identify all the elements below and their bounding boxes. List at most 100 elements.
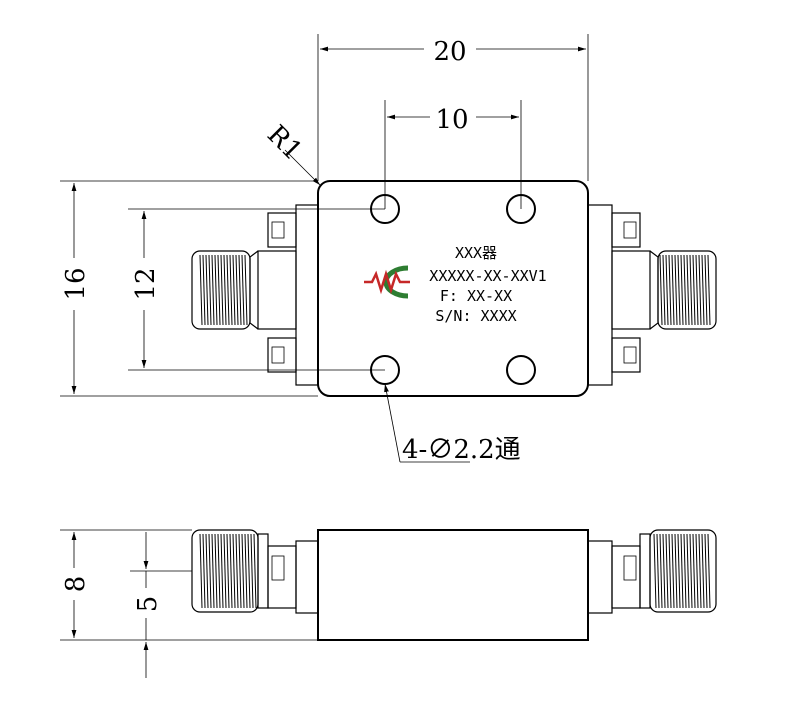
dimension-height: 16 [60,180,318,397]
thread-line [214,254,218,326]
thread-line [698,533,702,609]
thread-line [223,254,227,326]
thread-line [211,533,215,609]
thread-line [211,254,215,326]
thread-line [707,254,711,326]
thread-line [214,533,218,609]
dimension-hole-spacing-y: 12 [128,208,385,371]
thread-line [689,533,693,609]
thread-line [704,254,708,326]
right-connector-top [587,204,717,386]
thread-line [686,254,690,326]
thread-line [244,533,248,609]
device-model: XXXXX-XX-XXV1 [429,267,546,285]
dim-side-height-value: 8 [61,576,91,593]
thread-line [220,533,224,609]
thread-line [668,533,672,609]
thread-line [662,254,666,326]
dim-side-center-value: 5 [133,596,163,613]
thread-line [695,533,699,609]
thread-line [223,533,227,609]
device-frequency: F: XX-XX [440,287,512,305]
dim-width-value: 20 [433,37,466,67]
thread-line [668,254,672,326]
thread-line [707,533,711,609]
thread-line [683,533,687,609]
device-serial: S/N: XXXX [435,307,516,325]
device-name: XXX器 [455,244,497,262]
thread-line [674,254,678,326]
thread-line [686,533,690,609]
thread-line [202,533,206,609]
thread-line [704,533,708,609]
dim-height-value: 16 [61,267,91,300]
thread-line [235,533,239,609]
thread-line [692,533,696,609]
dimension-corner-radius: R1 [261,120,321,186]
thread-line [247,533,251,609]
thread-line [698,254,702,326]
thread-line [229,254,233,326]
thread-line [220,254,224,326]
thread-line [238,254,242,326]
top-view: XXX器 XXXXX-XX-XXV1 F: XX-XX S/N: XXXX [191,180,717,397]
left-connector-top [191,204,321,386]
thread-line [226,254,230,326]
thread-line [683,254,687,326]
thread-line [671,254,675,326]
side-view [191,529,717,641]
company-logo [364,265,410,299]
right-connector-side [587,529,717,614]
dimension-width: 20 [317,34,589,181]
thread-line [232,533,236,609]
thread-line [665,254,669,326]
thread-line [701,254,705,326]
thread-line [199,254,203,326]
dim-radius-value: R1 [261,120,308,167]
thread-line [656,533,660,609]
thread-line [662,533,666,609]
thread-line [208,254,212,326]
thread-line [241,254,245,326]
device-body-top [317,180,589,397]
thread-line [205,533,209,609]
thread-line [677,254,681,326]
thread-line [199,533,203,609]
thread-line [226,533,230,609]
left-connector-side [191,529,321,614]
thread-line [208,533,212,609]
thread-line [689,254,693,326]
dimension-side-center: 5 [130,532,192,678]
thread-line [671,533,675,609]
thread-line [695,254,699,326]
thread-line [202,254,206,326]
thread-line [235,254,239,326]
thread-line [217,533,221,609]
thread-line [692,254,696,326]
thread-line [680,254,684,326]
thread-line [659,254,663,326]
thread-line [253,533,257,609]
dim-hole-spacing-y-value: 12 [131,267,161,300]
thread-line [229,533,233,609]
device-body-side [317,529,589,641]
thread-line [250,533,254,609]
thread-line [232,254,236,326]
thread-line [665,533,669,609]
thread-line [217,254,221,326]
dimension-side-height: 8 [60,529,318,641]
hole-callout: 4-∅2.2通 [384,383,521,465]
thread-line [653,533,657,609]
thread-line [659,533,663,609]
thread-line [244,254,248,326]
hole-callout-text: 4-∅2.2通 [402,435,521,465]
dimension-hole-spacing-x: 10 [384,100,522,209]
thread-line [238,533,242,609]
mount-hole [506,355,536,385]
thread-line [677,533,681,609]
dim-hole-spacing-x-value: 10 [435,105,468,135]
thread-line [205,254,209,326]
thread-line [680,533,684,609]
thread-line [674,533,678,609]
